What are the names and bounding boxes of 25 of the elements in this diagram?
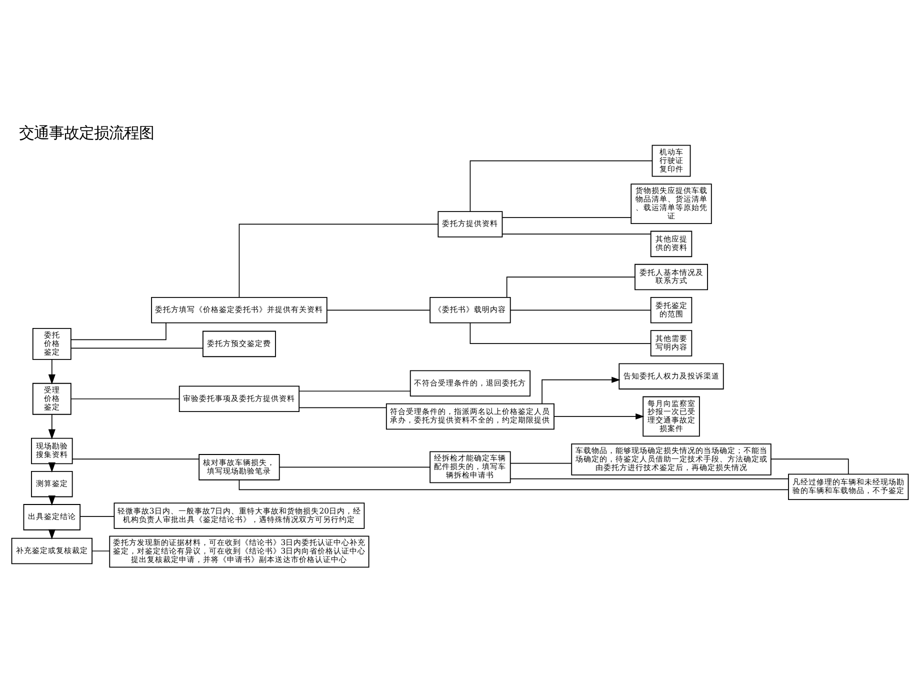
connector xyxy=(510,309,652,310)
diagram-title: 交通事故定损流程图 xyxy=(18,124,154,142)
connector xyxy=(470,160,653,212)
connector xyxy=(298,406,387,408)
connector xyxy=(238,223,439,298)
connector xyxy=(70,322,166,340)
connector xyxy=(770,458,849,474)
connector xyxy=(238,479,789,490)
arrow xyxy=(554,412,644,420)
connector xyxy=(70,398,180,399)
connector xyxy=(506,276,636,298)
arrow xyxy=(48,358,56,384)
arrow xyxy=(48,414,56,439)
arrow xyxy=(542,376,620,404)
connector xyxy=(70,347,204,348)
connector xyxy=(279,466,430,468)
connector xyxy=(510,462,572,464)
connector xyxy=(92,550,110,551)
connector xyxy=(72,458,200,459)
connector xyxy=(326,309,430,310)
connector xyxy=(298,390,411,392)
connector xyxy=(470,322,652,344)
connector xyxy=(510,478,789,479)
connector xyxy=(502,216,632,218)
connector xyxy=(502,233,652,234)
